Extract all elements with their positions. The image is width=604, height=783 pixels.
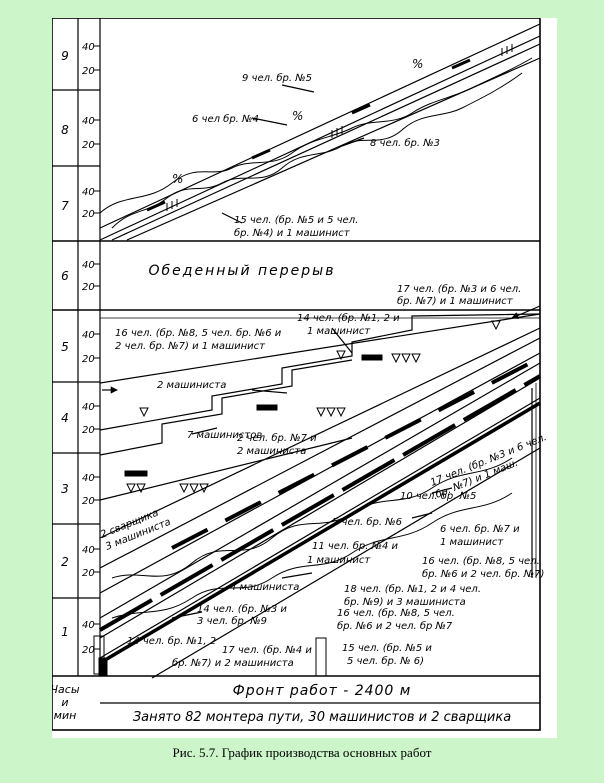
percent-mark: %	[292, 109, 303, 123]
label-17b-line2: бр. №7) и 2 машиниста	[172, 657, 294, 669]
label-2-7-line1: 2 чел. бр. №7 и	[237, 432, 317, 444]
label-2-machinists: 2 машиниста	[157, 380, 226, 391]
lower-bands	[99, 305, 541, 679]
label-14b-line2: 3 чел. бр. №9	[197, 615, 267, 627]
upper-band-labels: 9 чел. бр. №5 6 чел бр. №4 8 чел. бр. №3…	[172, 57, 440, 239]
diagram-sheet	[52, 18, 557, 738]
label-4-machinists: 4 машиниста	[230, 582, 299, 593]
label-6r-line1: 6 чел. бр. №7 и	[440, 523, 520, 535]
label-15-line1: 15 чел. (бр. №5 и 5 чел.	[234, 214, 358, 226]
label-14-line1: 14 чел. (бр. №1, 2 и	[297, 312, 400, 324]
minute-label: 20	[82, 66, 95, 77]
staffing-label: Занято 82 монтера пути, 30 машинистов и …	[133, 710, 511, 725]
frame	[52, 18, 541, 731]
label-16r-line2: бр. №6 и 2 чел. бр. №7)	[422, 568, 544, 580]
label-16b-line1: 16 чел. (бр. №8, 5 чел.	[337, 607, 455, 619]
minute-label: 20	[82, 496, 95, 507]
hour-label: 3	[61, 482, 69, 496]
label-17-line1: 17 чел. (бр. №3 и 6 чел.	[397, 283, 521, 295]
hour-label: 8	[61, 123, 69, 137]
symbols	[93, 320, 501, 677]
label-15-line2: бр. №4) и 1 машинист	[234, 227, 351, 239]
label-14c: 14 чел. бр. №1, 2	[127, 635, 216, 647]
header-min: мин	[54, 709, 77, 722]
lower-labels: 17 чел. (бр. №3 и 6 чел. бр. №7) и 1 маш…	[99, 283, 548, 669]
hour-label: 2	[61, 555, 69, 569]
label-16b-line2: бр. №6 и 2 чел. бр №7	[337, 620, 453, 632]
minute-label: 20	[82, 425, 95, 436]
label-17b-line1: 17 чел. (бр. №4 и	[222, 644, 312, 656]
header-hours: Часы	[52, 683, 80, 696]
minute-label: 40	[82, 187, 95, 198]
percent-mark: %	[172, 172, 183, 186]
label-15b-line1: 15 чел. (бр. №5 и	[342, 642, 432, 654]
label-16-line2: 2 чел. бр. №7) и 1 машинист	[115, 340, 266, 352]
label-6r-line2: 1 машинист	[440, 537, 504, 548]
percent-mark: %	[412, 57, 423, 71]
label-18-line1: 18 чел. (бр. №1, 2 и 4 чел.	[344, 583, 481, 595]
minute-ticks: 40 20 40 20 40 20 40 20 40 20 40 20 40 2…	[82, 42, 100, 656]
work-front-label: Фронт работ - 2400 м	[233, 683, 412, 699]
hour-label: 9	[61, 49, 69, 63]
hour-label: 6	[61, 269, 69, 283]
hour-label: 5	[61, 340, 69, 354]
minute-label: 40	[82, 402, 95, 413]
work-schedule-diagram: 9 8 7 6 5 4 3 2 1 40 20 40 20 40 20 40 2…	[52, 18, 548, 731]
figure-caption: Рис. 5.7. График производства основных р…	[172, 745, 432, 760]
label-7-machinists: 7 машинистов	[187, 430, 262, 441]
label-16-line1: 16 чел. (бр. №8, 5 чел. бр. №6 и	[115, 327, 282, 339]
minute-label: 40	[82, 260, 95, 271]
label-14-line2: 1 машинист	[307, 326, 371, 337]
minute-label: 40	[82, 116, 95, 127]
minute-label: 20	[82, 209, 95, 220]
minute-label: 20	[82, 645, 95, 656]
minute-label: 40	[82, 473, 95, 484]
label-14b-line1: 14 чел. (бр. №3 и	[197, 603, 287, 615]
minute-label: 20	[82, 354, 95, 365]
label-17-line2: бр. №7) и 1 машинист	[397, 295, 514, 307]
label-2-7-line2: 2 машиниста	[237, 446, 306, 457]
label-8-brigade-3: 8 чел. бр. №3	[370, 137, 440, 149]
minute-label: 40	[82, 42, 95, 53]
header-and: и	[61, 696, 68, 709]
axis-header: Часы и мин	[52, 683, 80, 722]
label-18-line2: бр. №9) и 3 машиниста	[344, 596, 466, 608]
label-9-brigade-5: 9 чел. бр. №5	[242, 72, 312, 84]
minute-label: 20	[82, 140, 95, 151]
label-10-brigade-5: 10 чел. бр. №5	[400, 490, 476, 502]
minute-label: 40	[82, 620, 95, 631]
hour-label: 1	[61, 625, 69, 639]
hour-labels: 9 8 7 6 5 4 3 2 1	[61, 49, 69, 639]
label-5-brigade-6: 5 чел. бр. №6	[332, 516, 402, 528]
minute-label: 40	[82, 545, 95, 556]
label-16r-line1: 16 чел. (бр. №8, 5 чел.	[422, 555, 540, 567]
hour-label: 4	[61, 411, 69, 425]
minute-label: 40	[82, 330, 95, 341]
minute-label: 20	[82, 568, 95, 579]
label-15b-line2: 5 чел. бр. № 6)	[347, 655, 424, 667]
lunch-break-label: Обеденный перерыв	[149, 263, 336, 279]
label-11-line2: 1 машинист	[307, 555, 371, 566]
label-11-line1: 11 чел. бр. №4 и	[312, 540, 399, 552]
upper-bands	[99, 23, 541, 241]
label-6-brigade-4: 6 чел бр. №4	[192, 113, 259, 125]
hour-label: 7	[61, 199, 69, 213]
minute-label: 20	[82, 282, 95, 293]
